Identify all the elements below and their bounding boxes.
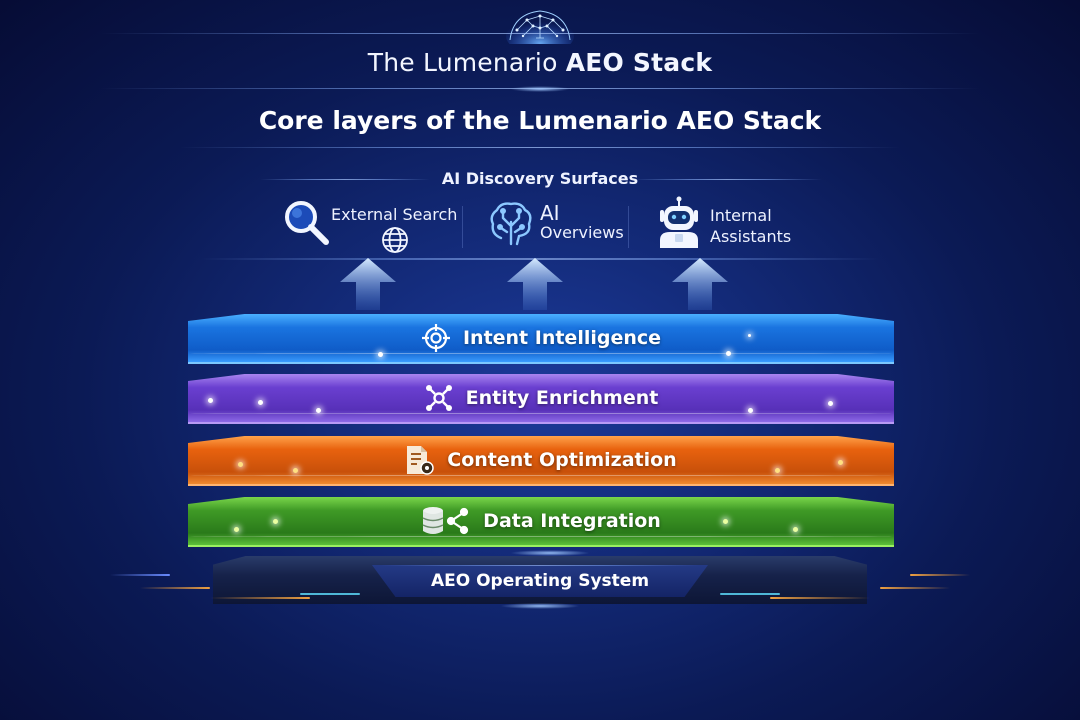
globe-icon [380, 225, 410, 259]
layer-label: Entity Enrichment [465, 387, 659, 409]
sparkle [723, 519, 728, 524]
arrow-up-icon [505, 258, 565, 310]
sparkle [748, 408, 753, 413]
circuit-line [300, 593, 360, 595]
sparkle [316, 408, 321, 413]
circuit-line [910, 574, 970, 576]
sparkle [828, 401, 833, 406]
sparkle [293, 468, 298, 473]
layer-entity-enrichment: Entity Enrichment [188, 374, 894, 424]
arrow-up-icon [670, 258, 730, 310]
assistants-label-line2: Assistants [710, 227, 792, 246]
page-subtitle: Core layers of the Lumenario AEO Stack [258, 106, 822, 135]
circuit-line [210, 597, 310, 599]
sparkle [838, 460, 843, 465]
surface-external-search-label: External Search [331, 205, 458, 224]
sparkle [748, 334, 751, 337]
surface-ai-overviews-label: AI Overviews [540, 203, 624, 243]
surface-external-search [282, 198, 332, 248]
surfaces-baseline [200, 258, 880, 260]
aeo-operating-system: AEO Operating System [372, 565, 708, 597]
sparkle [258, 400, 263, 405]
assistants-label-line1: Internal [710, 206, 772, 225]
layer-intent-intelligence: Intent Intelligence [188, 314, 894, 364]
network-nodes-icon [424, 383, 454, 413]
ai-label-line1: AI [540, 201, 560, 225]
document-gear-icon [405, 445, 435, 475]
sparkle [726, 351, 731, 356]
circuit-line [770, 597, 870, 599]
surface-internal-assistants-label: Internal Assistants [710, 205, 791, 247]
layer-label: Content Optimization [447, 449, 677, 471]
sparkle [234, 527, 239, 532]
header-divider-bottom [180, 147, 900, 148]
arrow-up-icon [338, 258, 398, 310]
page-title: The Lumenario AEO Stack [0, 48, 1080, 77]
discovery-section-label: AI Discovery Surfaces [441, 169, 639, 188]
divider-glow [510, 86, 570, 92]
surface-separator [462, 206, 463, 248]
robot-icon [654, 196, 704, 252]
sparkle [208, 398, 213, 403]
circuit-line [880, 587, 950, 589]
target-icon [421, 323, 451, 353]
base-bottom-glow [500, 603, 580, 609]
header-divider-top [100, 33, 980, 34]
layer-content-optimization: Content Optimization [188, 436, 894, 486]
ai-label-line2: Overviews [540, 223, 624, 242]
base-label: AEO Operating System [430, 571, 650, 591]
section-line-right [632, 179, 822, 180]
base-top-glow [510, 550, 590, 556]
sparkle [238, 462, 243, 467]
sparkle [378, 352, 383, 357]
circuit-line [720, 593, 780, 595]
database-share-icon [421, 506, 471, 536]
layer-label: Data Integration [483, 510, 661, 532]
sparkle [273, 519, 278, 524]
brain-network-icon [505, 6, 575, 54]
sparkle [775, 468, 780, 473]
layer-label: Intent Intelligence [462, 327, 662, 349]
surface-separator [628, 206, 629, 248]
sparkle [793, 527, 798, 532]
layer-data-integration: Data Integration [188, 497, 894, 547]
magnifier-icon [282, 198, 332, 248]
circuit-line [140, 587, 210, 589]
circuit-line [110, 574, 170, 576]
brain-circuit-icon [487, 200, 535, 252]
title-bold: AEO Stack [565, 48, 713, 77]
base-inner-top-line [380, 565, 700, 566]
title-light: The Lumenario [367, 48, 566, 77]
section-line-left [260, 179, 430, 180]
